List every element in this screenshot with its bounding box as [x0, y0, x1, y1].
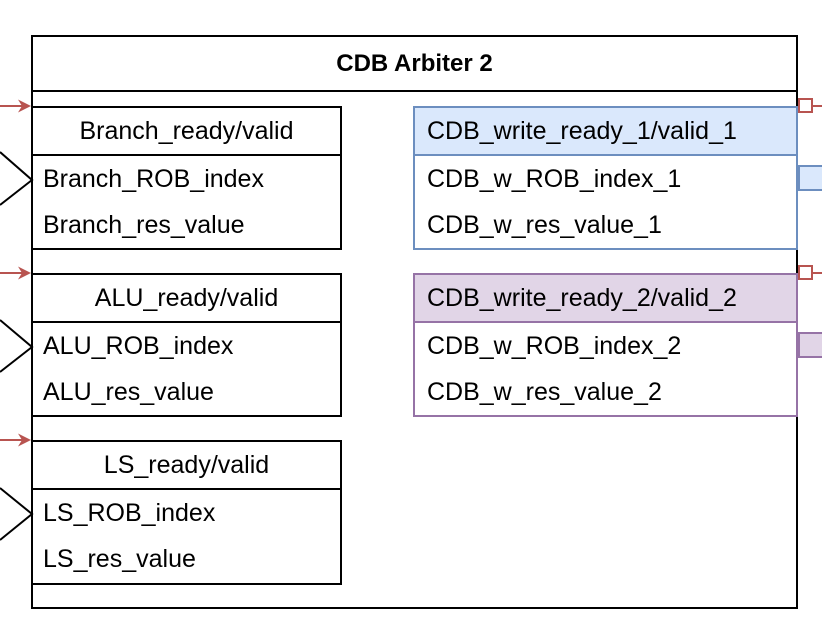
ls-input-arrow-icon [0, 433, 31, 447]
cdb-write-2-ready-valid-label: CDB_write_ready_2/valid_2 [415, 275, 796, 323]
cdb-write-2-output-port-icon [798, 265, 822, 280]
ls-bus-connector-icon [0, 487, 34, 541]
cdb-write-2-res-value-label: CDB_w_res_value_2 [427, 377, 662, 406]
cdb-write-1-rob-index-label: CDB_w_ROB_index_1 [427, 164, 682, 193]
ls-rob-index-label: LS_ROB_index [43, 498, 216, 527]
alu-res-value-label: ALU_res_value [43, 377, 214, 406]
alu-input-arrow-icon [0, 266, 31, 280]
branch-input-arrow-icon [0, 99, 31, 113]
cdb-write-1-ready-valid-label: CDB_write_ready_1/valid_1 [415, 108, 796, 156]
alu-input-module: ALU_ready/valid ALU_ROB_index ALU_res_va… [31, 273, 342, 417]
cdb-write-1-data-bus-stub [798, 165, 822, 191]
cdb-write-1-output-port-icon [798, 98, 822, 113]
branch-rob-index-label: Branch_ROB_index [43, 164, 264, 193]
ls-ready-valid-label: LS_ready/valid [33, 442, 340, 490]
alu-bus-connector-icon [0, 319, 34, 373]
branch-res-value-label: Branch_res_value [43, 210, 245, 239]
branch-input-module: Branch_ready/valid Branch_ROB_index Bran… [31, 106, 342, 250]
ls-input-module: LS_ready/valid LS_ROB_index LS_res_value [31, 440, 342, 585]
cdb-write-2-rob-index-label: CDB_w_ROB_index_2 [427, 331, 682, 360]
cdb-write-2-module: CDB_write_ready_2/valid_2 CDB_w_ROB_inde… [413, 273, 798, 417]
branch-bus-connector-icon [0, 151, 34, 206]
cdb-write-1-module: CDB_write_ready_1/valid_1 CDB_w_ROB_inde… [413, 106, 798, 250]
cdb-write-2-data-bus-stub [798, 332, 822, 358]
alu-rob-index-label: ALU_ROB_index [43, 331, 234, 360]
branch-ready-valid-label: Branch_ready/valid [33, 108, 340, 156]
cdb-write-1-res-value-label: CDB_w_res_value_1 [427, 210, 662, 239]
arbiter-title: CDB Arbiter 2 [31, 35, 798, 92]
ls-res-value-label: LS_res_value [43, 544, 196, 573]
alu-ready-valid-label: ALU_ready/valid [33, 275, 340, 323]
